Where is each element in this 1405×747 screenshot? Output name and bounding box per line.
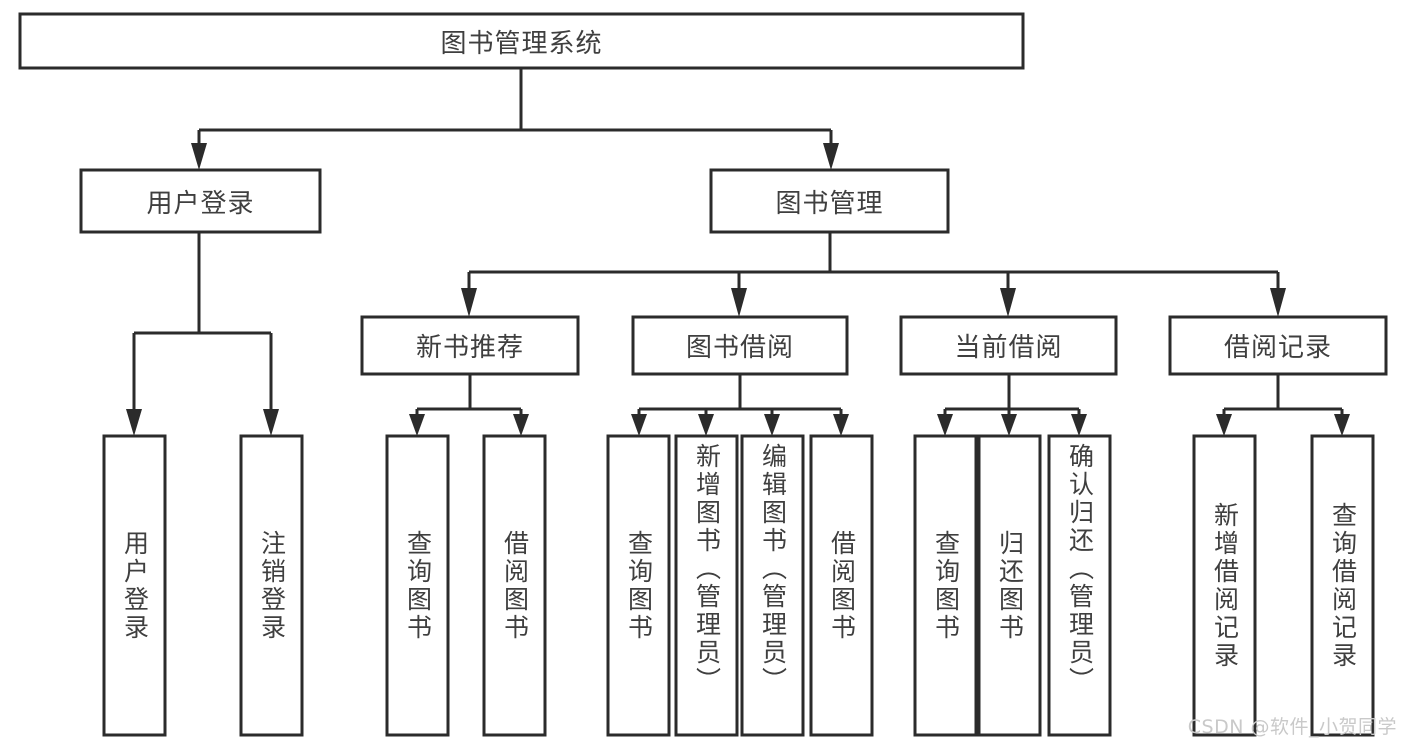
leaf-box-bb-add-book[interactable] (674, 434, 739, 737)
leaf-box-logout[interactable] (239, 434, 304, 737)
arrowhead-leaf-bb-add (698, 414, 714, 436)
node-book-manage-box[interactable] (709, 168, 950, 234)
leaf-box-cb-return-book[interactable] (977, 434, 1042, 737)
leaf-box-bb-edit-book[interactable] (740, 434, 805, 737)
connector-borrow-record-bus (1222, 374, 1344, 418)
arrowhead-leaf-user-login (126, 409, 142, 436)
arrowhead-to-current-borrow (1000, 288, 1016, 317)
arrowhead-leaf-bb-edit (764, 414, 780, 436)
leaf-box-bb-borrow-book[interactable] (809, 434, 874, 737)
arrowhead-to-new-book (461, 288, 477, 317)
node-borrow-record-box[interactable] (1168, 315, 1388, 376)
leaf-box-nb-query-book[interactable] (385, 434, 450, 737)
node-new-book-recommend-box[interactable] (360, 315, 580, 376)
leaf-box-user-login[interactable] (102, 434, 167, 737)
node-book-borrow-box[interactable] (631, 315, 849, 376)
arrowhead-leaf-nb-borrow (513, 414, 529, 436)
arrowhead-to-book-manage (823, 143, 839, 170)
node-root-box[interactable] (18, 12, 1025, 70)
leaf-box-cb-confirm-return[interactable] (1047, 434, 1112, 737)
connector-book-borrow-bus (637, 374, 843, 418)
leaf-box-br-add-record[interactable] (1192, 434, 1257, 737)
arrowhead-to-borrow-record (1270, 288, 1286, 317)
node-user-login-box[interactable] (79, 168, 322, 234)
connector-current-borrow-bus (943, 374, 1081, 418)
leaf-box-cb-query-book[interactable] (913, 434, 978, 737)
arrowhead-to-user-login (191, 143, 207, 170)
connector-root-bus (197, 68, 833, 143)
arrowhead-leaf-nb-query (409, 414, 425, 436)
connector-new-book-bus (415, 374, 523, 418)
arrowhead-leaf-br-query (1334, 414, 1350, 436)
leaf-box-bb-query-book[interactable] (606, 434, 671, 737)
connector-book-manage-bus (467, 232, 1280, 288)
arrowhead-leaf-cb-query (937, 414, 953, 436)
arrowhead-leaf-logout (263, 409, 279, 436)
leaf-box-br-query-record[interactable] (1310, 434, 1375, 737)
arrowhead-leaf-cb-return (1001, 414, 1017, 436)
arrowhead-to-book-borrow (731, 288, 747, 317)
arrowhead-leaf-bb-query (631, 414, 647, 436)
connector-user-login-bus (132, 232, 273, 409)
csdn-watermark: CSDN @软件_小贺同学 (1187, 716, 1397, 738)
node-current-borrow-box[interactable] (899, 315, 1118, 376)
arrowhead-leaf-cb-confirm (1071, 414, 1087, 436)
arrowhead-leaf-br-add (1216, 414, 1232, 436)
leaf-box-nb-borrow-book[interactable] (482, 434, 547, 737)
arrowhead-leaf-bb-borrow (833, 414, 849, 436)
